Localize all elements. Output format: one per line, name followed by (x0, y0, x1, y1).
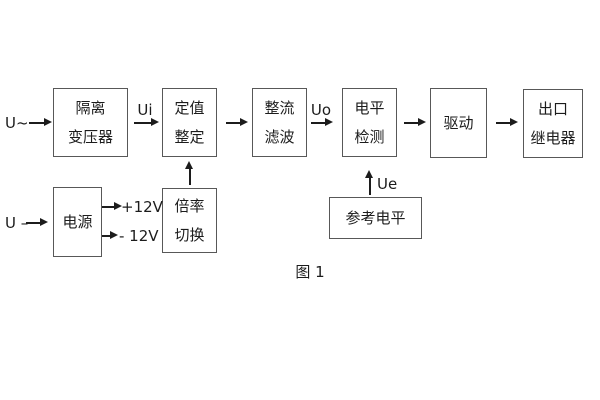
arrow-setting-to-rectifier (226, 119, 248, 126)
arrow-level-to-drive (404, 119, 426, 126)
block-power-supply: 电源 (53, 187, 102, 257)
block-ratio-switch: 倍率 切换 (162, 188, 217, 253)
arrow-transformer-to-setting (134, 119, 159, 126)
arrow-ratio-switch-to-setting (186, 161, 193, 185)
block-label-line: 整定 (174, 127, 205, 146)
block-label-line: 整流 (264, 98, 295, 117)
block-label-line: 滤波 (264, 127, 295, 146)
arrow-power-to-minus-rail (102, 232, 118, 239)
block-rectifier-filter: 整流 滤波 (252, 88, 307, 157)
block-reference-level: 参考电平 (329, 197, 422, 239)
block-label-line: 切换 (174, 225, 205, 244)
rail-minus-12v-label: - 12V (119, 227, 159, 245)
arrow-rectifier-to-level (311, 119, 333, 126)
arrow-power-to-plus-rail (102, 203, 122, 210)
block-label-line: 检测 (354, 127, 385, 146)
label-dc-input: U – (5, 214, 29, 232)
block-value-setting: 定值 整定 (162, 88, 217, 157)
block-label-line: 出口 (537, 99, 568, 118)
arrow-reference-to-level (366, 170, 373, 195)
block-label-line: 电源 (62, 212, 93, 231)
block-label-line: 驱动 (443, 113, 474, 132)
label-ac-input: U~ (5, 114, 29, 132)
block-label-line: 变压器 (67, 127, 113, 146)
arrow-dc-input-to-power (26, 219, 48, 226)
block-level-detection: 电平 检测 (342, 88, 397, 157)
block-output-relay: 出口 继电器 (523, 89, 583, 158)
block-label-line: 定值 (174, 98, 205, 117)
block-drive: 驱动 (430, 88, 487, 158)
block-label-line: 电平 (354, 98, 385, 117)
block-label-line: 倍率 (174, 196, 205, 215)
signal-ui-label: Ui (137, 101, 153, 119)
block-isolation-transformer: 隔离 变压器 (53, 88, 128, 157)
signal-ue-label: Ue (377, 175, 398, 193)
block-label-line: 参考电平 (345, 208, 406, 227)
block-label-line: 继电器 (530, 128, 576, 147)
arrow-drive-to-relay (496, 119, 518, 126)
signal-uo-label: Uo (310, 101, 332, 119)
rail-plus-12v-label: +12V (121, 198, 163, 216)
block-label-line: 隔离 (75, 98, 106, 117)
figure-caption: 图 1 (295, 263, 325, 281)
arrow-ac-input-to-transformer (29, 119, 52, 126)
